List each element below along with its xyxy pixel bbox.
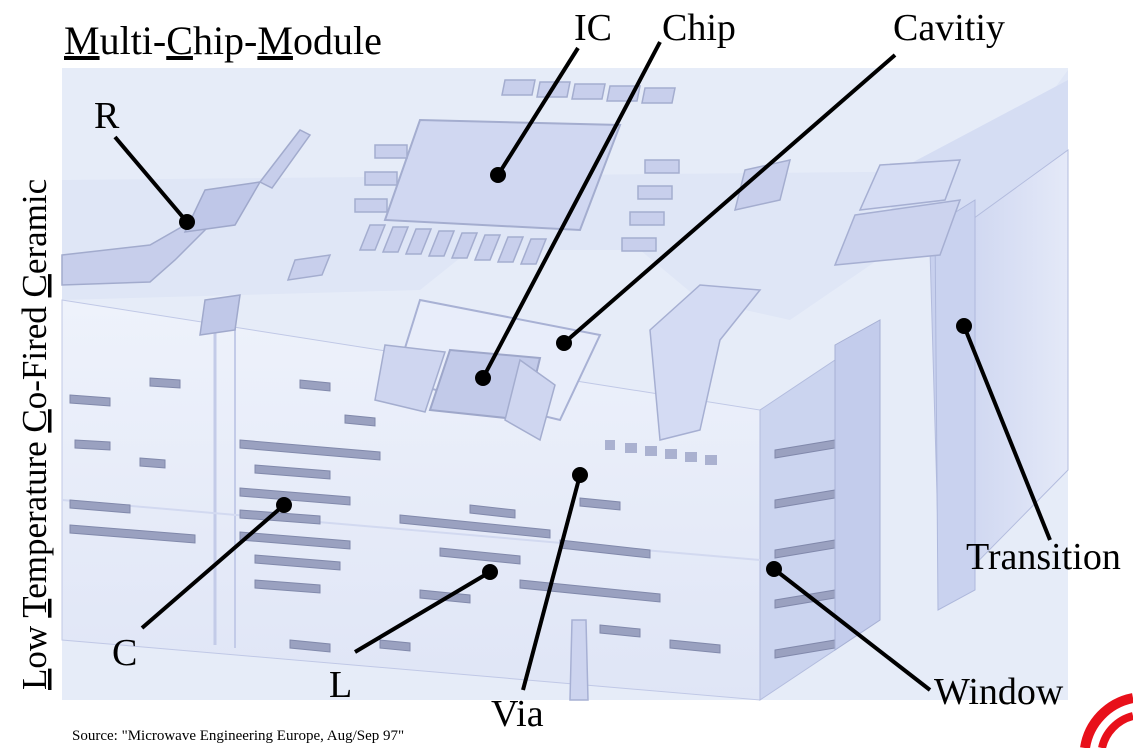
dot-window [766, 561, 782, 577]
label-window: Window [934, 671, 1064, 713]
title-initial: M [64, 18, 100, 63]
dot-chip [475, 370, 491, 386]
label-cavity: Cavitiy [893, 7, 1005, 49]
label-via: Via [491, 693, 544, 735]
dot-ic [490, 167, 506, 183]
window-wall [835, 320, 880, 650]
label-chip: Chip [662, 7, 736, 49]
via-column [570, 620, 588, 700]
dot-transition [956, 318, 972, 334]
dot-c [276, 497, 292, 513]
label-l: L [329, 664, 352, 706]
source-note: Source: "Microwave Engineering Europe, A… [72, 728, 404, 744]
title-initial: M [257, 18, 293, 63]
label-ic: IC [574, 7, 612, 49]
label-r: R [94, 95, 120, 137]
label-transition: Transition [966, 536, 1121, 578]
logo-mark [1085, 698, 1133, 748]
dot-cavity [556, 335, 572, 351]
side-title: Low Temperature Co-Fired Ceramic [15, 179, 54, 690]
label-c: C [112, 632, 137, 674]
edge-pad [200, 295, 240, 335]
dot-via [572, 467, 588, 483]
title-initial: C [166, 18, 193, 63]
dot-l [482, 564, 498, 580]
dot-r [179, 214, 195, 230]
title: Multi-Chip-Module [64, 18, 382, 63]
